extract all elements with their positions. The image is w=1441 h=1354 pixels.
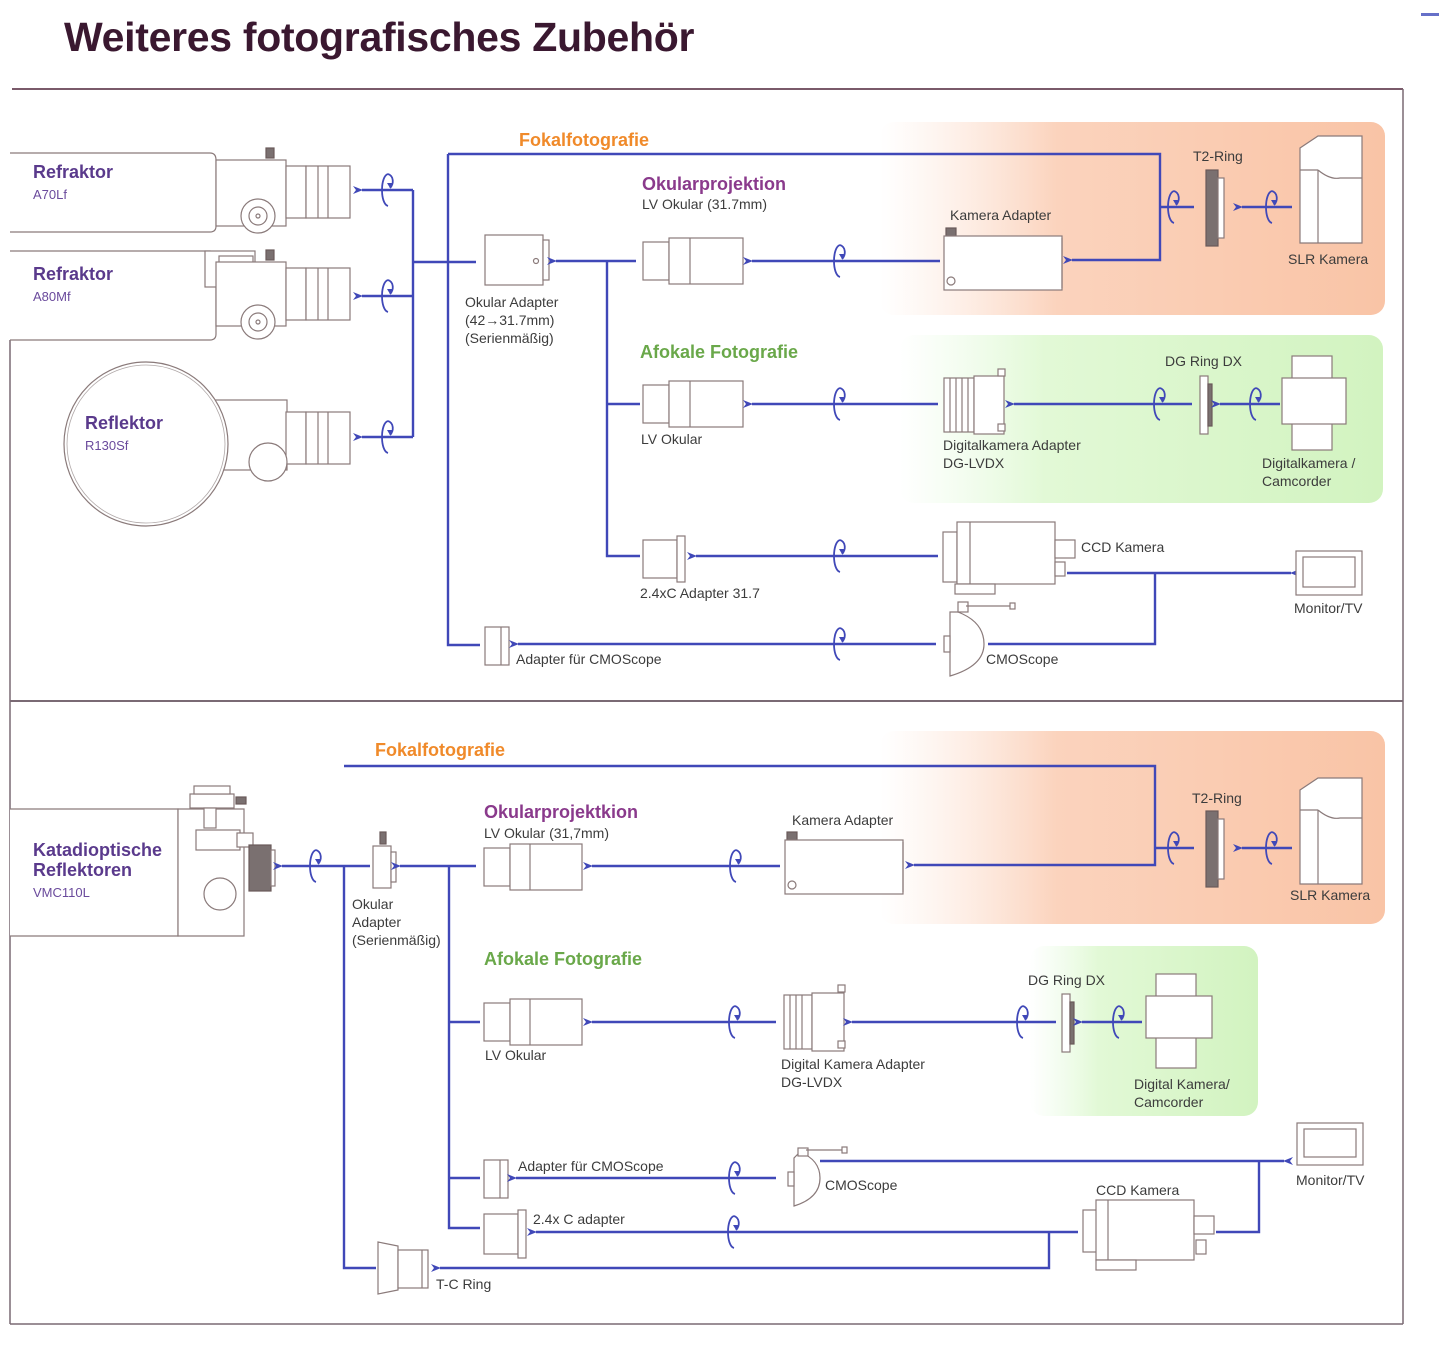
slr-label-bottom: SLR Kamera (1290, 887, 1370, 903)
t2-ring-label-top: T2-Ring (1193, 148, 1243, 164)
digital-camera-label-top-1: Digitalkamera / (1262, 455, 1355, 471)
tc-ring-label: T-C Ring (436, 1276, 491, 1292)
cmoscope-label-top: CMOScope (986, 651, 1059, 667)
ccd-adapter-label-top: 2.4xC Adapter 31.7 (640, 585, 760, 601)
lv-eyepiece-icon-top (642, 237, 744, 285)
okular-adapter-label-bottom-2: Adapter (352, 914, 401, 930)
slr-camera-icon-top (1299, 135, 1363, 244)
monitor-icon-top (1295, 550, 1363, 596)
t2-ring-icon-bottom (1205, 810, 1219, 888)
slr-camera-icon-bottom (1299, 777, 1363, 885)
cmos-adapter-icon-bottom (483, 1159, 509, 1199)
fokal-route-bottom (342, 866, 376, 1270)
camera-adapter-icon-top (943, 227, 1063, 291)
lv-eyepiece-icon-afokal-top (642, 380, 744, 428)
dg-ring-icon-bottom (1061, 993, 1071, 1053)
digital-camera-label-bottom-1: Digital Kamera/ (1134, 1076, 1230, 1092)
fokal-heading-bottom: Fokalfotografie (375, 740, 505, 760)
dg-ring-icon-top (1199, 375, 1209, 435)
digital-camera-adapter-label-top-1: Digitalkamera Adapter (943, 437, 1081, 453)
okular-adapter-label-bottom-1: Okular (352, 896, 394, 912)
okular-adapter-label-top-2: (42→31.7mm) (465, 312, 554, 328)
digital-camera-adapter-label-bottom-1: Digital Kamera Adapter (781, 1056, 925, 1072)
telescope-vmc-name-2: Reflektoren (33, 860, 132, 880)
t2-ring-label-bottom: T2-Ring (1192, 790, 1242, 806)
telescope-vmc-model: VMC110L (33, 885, 90, 900)
okular-adapter-icon-top (484, 234, 550, 286)
okular-adapter-icon-bottom (372, 831, 397, 889)
telescope-2-name: Refraktor (33, 264, 113, 284)
afokal-eyepiece-label-bottom: LV Okular (485, 1047, 547, 1063)
ccd-camera-label-bottom: CCD Kamera (1096, 1182, 1179, 1198)
digital-camera-label-bottom-2: Camcorder (1134, 1094, 1204, 1110)
digital-camera-icon-bottom (1145, 973, 1213, 1069)
digital-camera-label-top-2: Camcorder (1262, 473, 1332, 489)
telescope-vmc110l (10, 785, 276, 937)
corner-mark (1421, 13, 1439, 16)
telescope-1-model: A70Lf (33, 187, 67, 202)
telescope-3-model: R130Sf (85, 438, 129, 453)
cmos-adapter-icon-top (484, 626, 510, 666)
ccd-adapter-label-bottom: 2.4x C adapter (533, 1211, 625, 1227)
cmos-adapter-label-bottom: Adapter für CMOScope (518, 1158, 664, 1174)
digital-camera-adapter-icon-bottom (783, 984, 846, 1052)
okular-adapter-label-top-3: (Serienmäßig) (465, 330, 554, 346)
telescope-3-name: Reflektor (85, 413, 163, 433)
okularprojektion-eyepiece-top: LV Okular (31.7mm) (642, 196, 767, 212)
fokal-heading-top: Fokalfotografie (519, 130, 649, 150)
ccd-camera-icon-bottom (1082, 1199, 1215, 1271)
ccd-camera-label-top: CCD Kamera (1081, 539, 1164, 555)
telescope-refraktor-a80mf (10, 249, 351, 341)
telescope-2-model: A80Mf (33, 289, 71, 304)
okular-adapter-label-bottom-3: (Serienmäßig) (352, 932, 441, 948)
ccd-adapter-icon-bottom (483, 1209, 527, 1259)
camera-adapter-label-top: Kamera Adapter (950, 207, 1052, 223)
camera-adapter-label-bottom: Kamera Adapter (792, 812, 894, 828)
cmoscope-icon-bottom (787, 1146, 848, 1207)
dg-ring-label-top: DG Ring DX (1165, 353, 1243, 369)
okular-adapter-label-top-1: Okular Adapter (465, 294, 559, 310)
afokal-heading-top: Afokale Fotografie (640, 342, 798, 362)
ccd-camera-icon-top (942, 521, 1076, 595)
cmoscope-label-bottom: CMOScope (825, 1177, 898, 1193)
afokal-heading-bottom: Afokale Fotografie (484, 949, 642, 969)
afokal-background-bottom (1030, 946, 1258, 1116)
digital-camera-adapter-icon-top (943, 368, 1006, 435)
monitor-label-bottom: Monitor/TV (1296, 1172, 1365, 1188)
page-title: Weiteres fotografisches Zubehör (64, 14, 695, 60)
okularprojektion-eyepiece-bottom: LV Okular (31,7mm) (484, 825, 609, 841)
telescope-refraktor-a70lf (10, 147, 351, 234)
digital-camera-icon-top (1281, 355, 1347, 451)
okularprojektion-heading-bottom: Okularprojektkion (484, 802, 638, 822)
slr-label-top: SLR Kamera (1288, 251, 1368, 267)
telescope-reflektor-r130sf (63, 361, 351, 527)
lv-eyepiece-icon-afokal-bottom (483, 998, 583, 1046)
telescope-vmc-name-1: Katadioptische (33, 840, 162, 860)
fokal-background-bottom (880, 731, 1385, 924)
afokal-eyepiece-label-top: LV Okular (641, 431, 703, 447)
dg-ring-label-bottom: DG Ring DX (1028, 972, 1106, 988)
telescope-1-name: Refraktor (33, 162, 113, 182)
cmoscope-icon-top (943, 601, 1016, 677)
tc-ring-icon (377, 1241, 429, 1295)
telescope-connector-lines (353, 186, 476, 441)
digital-camera-adapter-label-bottom-2: DG-LVDX (781, 1074, 843, 1090)
lv-eyepiece-icon-bottom (483, 843, 583, 891)
monitor-label-top: Monitor/TV (1294, 600, 1363, 616)
ccd-adapter-icon-top (642, 535, 686, 583)
cmos-adapter-label-top: Adapter für CMOScope (516, 651, 662, 667)
monitor-icon-bottom (1296, 1122, 1364, 1166)
afokal-background (900, 335, 1383, 503)
digital-camera-adapter-label-top-2: DG-LVDX (943, 455, 1005, 471)
t2-ring-icon (1205, 169, 1219, 247)
fokal-route-top (446, 154, 480, 647)
camera-adapter-icon-bottom (784, 831, 904, 895)
okularprojektion-heading-top: Okularprojektion (642, 174, 786, 194)
